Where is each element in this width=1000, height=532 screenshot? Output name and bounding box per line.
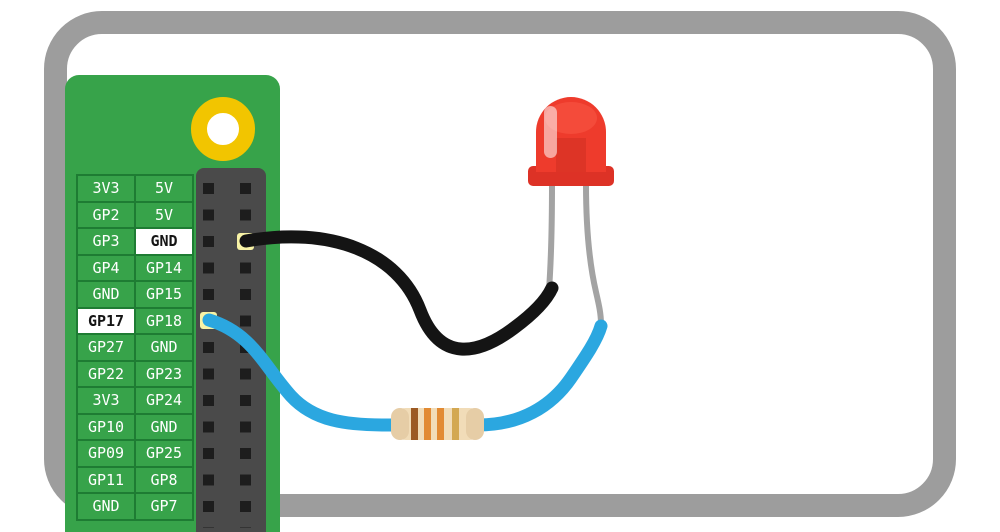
pin-label: GP8 xyxy=(136,467,192,492)
resistor xyxy=(391,408,484,440)
ground-wire xyxy=(239,230,559,356)
resistor-band-brown xyxy=(411,408,418,440)
pin-label: GP09 xyxy=(78,441,134,466)
red-led xyxy=(528,97,614,186)
led-anode-leg xyxy=(583,181,604,327)
signal-wire xyxy=(202,313,608,432)
pin-label-highlighted-gp17: GP17 xyxy=(78,308,134,333)
pin-label: GP22 xyxy=(78,361,134,386)
pin-label: GP4 xyxy=(78,255,134,280)
pin-label-highlighted-gnd: GND xyxy=(136,229,192,254)
led-cathode-leg xyxy=(546,181,555,293)
pin-label: GP10 xyxy=(78,414,134,439)
pin-label: GP24 xyxy=(136,388,192,413)
resistor-end-cap-left xyxy=(391,408,409,440)
resistor-band-orange-1 xyxy=(424,408,431,440)
pin-label: GP23 xyxy=(136,361,192,386)
pin-header xyxy=(196,168,266,532)
resistor-band-orange-2 xyxy=(437,408,444,440)
pin-label: GP11 xyxy=(78,467,134,492)
pin-label: GP14 xyxy=(136,255,192,280)
gpio-pin-label-table: 3V3 5V GP2 5V GP3 GND GP4 GP14 GND GP15 … xyxy=(76,174,194,521)
led-inner-reflector xyxy=(556,138,586,172)
pin-header-left-column xyxy=(203,183,214,528)
pin-label: 5V xyxy=(136,176,192,201)
pin-label: GP3 xyxy=(78,229,134,254)
pin-label: 3V3 xyxy=(78,176,134,201)
pin-label: GND xyxy=(78,282,134,307)
pin-header-right-column xyxy=(240,183,251,528)
pin-label: GND xyxy=(136,335,192,360)
pin-label: GP18 xyxy=(136,308,192,333)
pin-label: 3V3 xyxy=(78,388,134,413)
led-specular-highlight xyxy=(544,106,557,158)
pin-label: GND xyxy=(78,494,134,519)
pin-label: GP2 xyxy=(78,202,134,227)
resistor-band-gold xyxy=(452,408,459,440)
pin-label: GP25 xyxy=(136,441,192,466)
pin-label: GND xyxy=(136,414,192,439)
resistor-end-cap-right xyxy=(466,408,484,440)
pin-label: GP15 xyxy=(136,282,192,307)
gpio-board: 3V3 5V GP2 5V GP3 GND GP4 GP14 GND GP15 … xyxy=(65,75,280,532)
pin-label: GP27 xyxy=(78,335,134,360)
led-gloss xyxy=(545,102,597,134)
pin-label: GP7 xyxy=(136,494,192,519)
mounting-hole xyxy=(191,97,255,161)
pin-label: 5V xyxy=(136,202,192,227)
